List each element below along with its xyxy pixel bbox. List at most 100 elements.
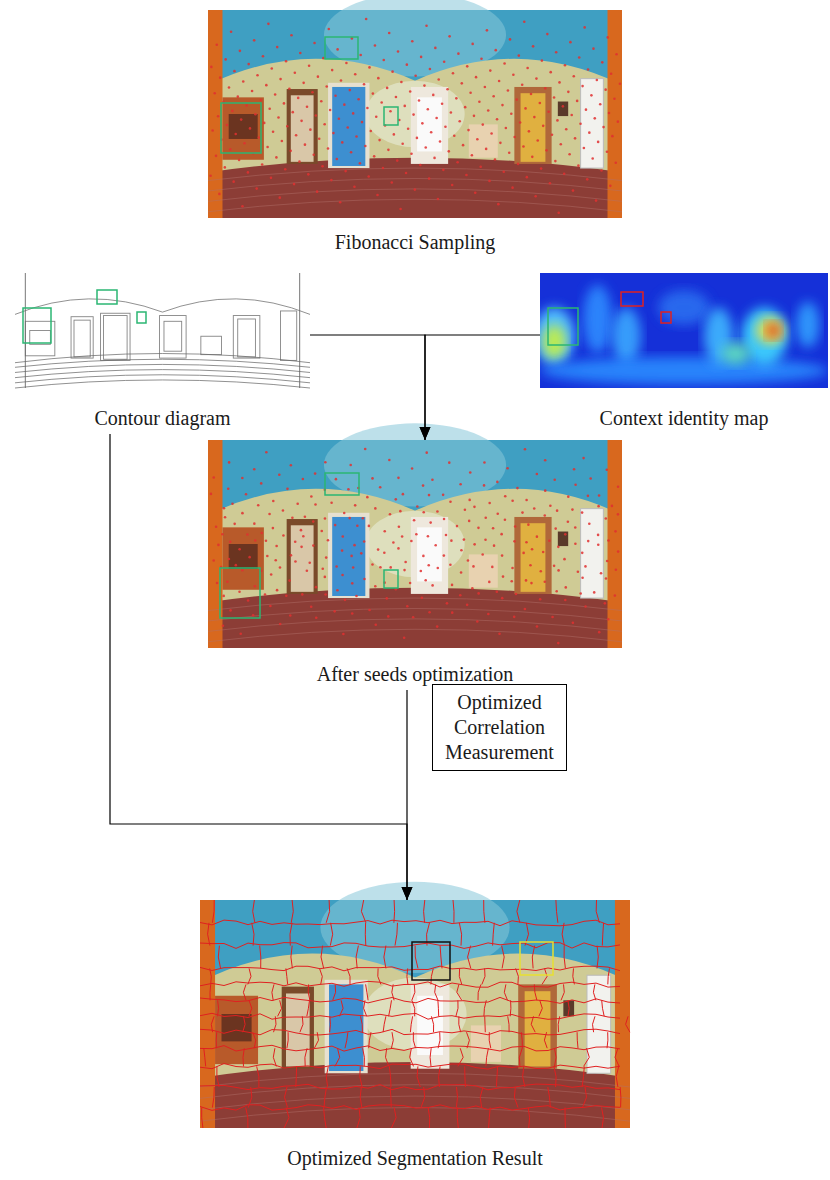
- seed-dot: [316, 190, 319, 193]
- seed-dot: [432, 94, 435, 97]
- seed-dot: [556, 119, 559, 122]
- segment-boundary: [502, 946, 505, 969]
- seed-dot: [539, 598, 542, 601]
- seed-dot: [230, 30, 233, 33]
- contour-line: [30, 331, 51, 345]
- seed-dot: [315, 586, 318, 589]
- seed-dot: [210, 66, 213, 69]
- contour-line: [281, 311, 297, 360]
- seed-dot: [451, 611, 454, 614]
- seed-dot: [254, 539, 257, 542]
- seed-dot: [409, 582, 412, 585]
- seed-dot: [251, 90, 254, 93]
- seed-dot: [351, 582, 354, 585]
- seed-dot: [446, 602, 449, 605]
- seed-dot: [501, 104, 504, 107]
- seed-dot: [595, 199, 598, 202]
- seed-dot: [252, 614, 255, 617]
- seed-dot: [330, 179, 333, 182]
- seed-dot: [294, 560, 297, 563]
- seed-dot: [263, 122, 266, 125]
- seed-dot: [443, 554, 446, 557]
- segment-boundary: [620, 1087, 622, 1108]
- segment-boundary: [480, 1087, 483, 1108]
- segment-boundary: [248, 968, 251, 984]
- seed-dot: [346, 126, 349, 129]
- seed-dot: [619, 82, 622, 85]
- seed-dot: [253, 522, 256, 525]
- segment-boundary: [413, 1032, 415, 1048]
- seed-dot: [557, 546, 560, 549]
- seed-dot: [521, 83, 524, 86]
- contour-line: [25, 273, 26, 388]
- segment-boundary: [210, 968, 212, 984]
- seed-dot: [290, 464, 293, 467]
- seed-dot: [471, 43, 474, 46]
- seed-dot: [268, 513, 271, 516]
- arrow-head: [420, 427, 431, 440]
- seed-dot: [286, 488, 289, 491]
- seed-dot: [266, 146, 269, 149]
- seed-dot: [533, 507, 536, 510]
- seed-dot: [596, 79, 599, 82]
- door-inner: [417, 996, 443, 1055]
- seed-dot: [359, 162, 362, 165]
- seed-dot: [371, 477, 374, 480]
- seed-dot: [488, 502, 491, 505]
- seed-dot: [414, 74, 417, 77]
- seed-dot: [422, 484, 425, 487]
- segment-boundary: [453, 900, 454, 923]
- seed-dot: [466, 604, 469, 607]
- seed-dot: [279, 623, 282, 626]
- segment-boundary: [456, 1087, 457, 1108]
- seed-dot: [368, 609, 371, 612]
- seed-dot: [564, 533, 567, 536]
- door: [411, 87, 448, 164]
- seed-dot: [290, 554, 293, 557]
- seed-dot: [555, 590, 558, 593]
- seed-dot: [275, 545, 278, 548]
- seed-dot: [468, 520, 471, 523]
- segment-boundary: [326, 900, 329, 923]
- seed-dot: [397, 50, 400, 53]
- seed-dot: [502, 170, 505, 173]
- seed-dot: [579, 592, 582, 595]
- segment-boundary: [602, 1108, 604, 1129]
- seed-dot: [262, 55, 265, 58]
- seed-dot: [235, 564, 238, 567]
- seed-dot: [504, 495, 507, 498]
- highlight-box: [384, 570, 398, 588]
- contour-line: [299, 273, 300, 388]
- seed-dot: [355, 135, 358, 138]
- seed-dot: [443, 518, 446, 521]
- seed-dot: [412, 113, 415, 116]
- segment-boundary: [272, 984, 274, 1000]
- seed-dot: [471, 587, 474, 590]
- seed-dot: [610, 72, 613, 75]
- seed-dot: [572, 75, 575, 78]
- segment-boundary: [202, 1108, 203, 1129]
- segment-boundary: [200, 997, 620, 1003]
- seed-dot: [508, 152, 511, 155]
- seed-dot: [233, 70, 236, 73]
- seed-dot: [306, 105, 309, 108]
- seed-dot: [364, 145, 367, 148]
- seed-dot: [443, 60, 446, 63]
- counter: [471, 1025, 501, 1061]
- seed-dot: [457, 52, 460, 55]
- segment-boundary: [431, 1016, 433, 1032]
- seed-dot: [348, 517, 351, 520]
- seed-dot: [496, 512, 499, 515]
- segment-boundary: [246, 1108, 248, 1129]
- seed-dot: [260, 482, 263, 485]
- seed-dot: [338, 117, 341, 120]
- seed-dot: [428, 177, 431, 180]
- seed-dot: [511, 567, 514, 570]
- highlight-box: [548, 308, 578, 345]
- image-panel: Fibonacci Sampling: [208, 10, 622, 254]
- seed-dot: [421, 122, 424, 125]
- segment-boundary: [431, 968, 433, 984]
- seed-dot: [359, 54, 362, 57]
- connector: [310, 335, 431, 440]
- seed-dot: [519, 121, 522, 124]
